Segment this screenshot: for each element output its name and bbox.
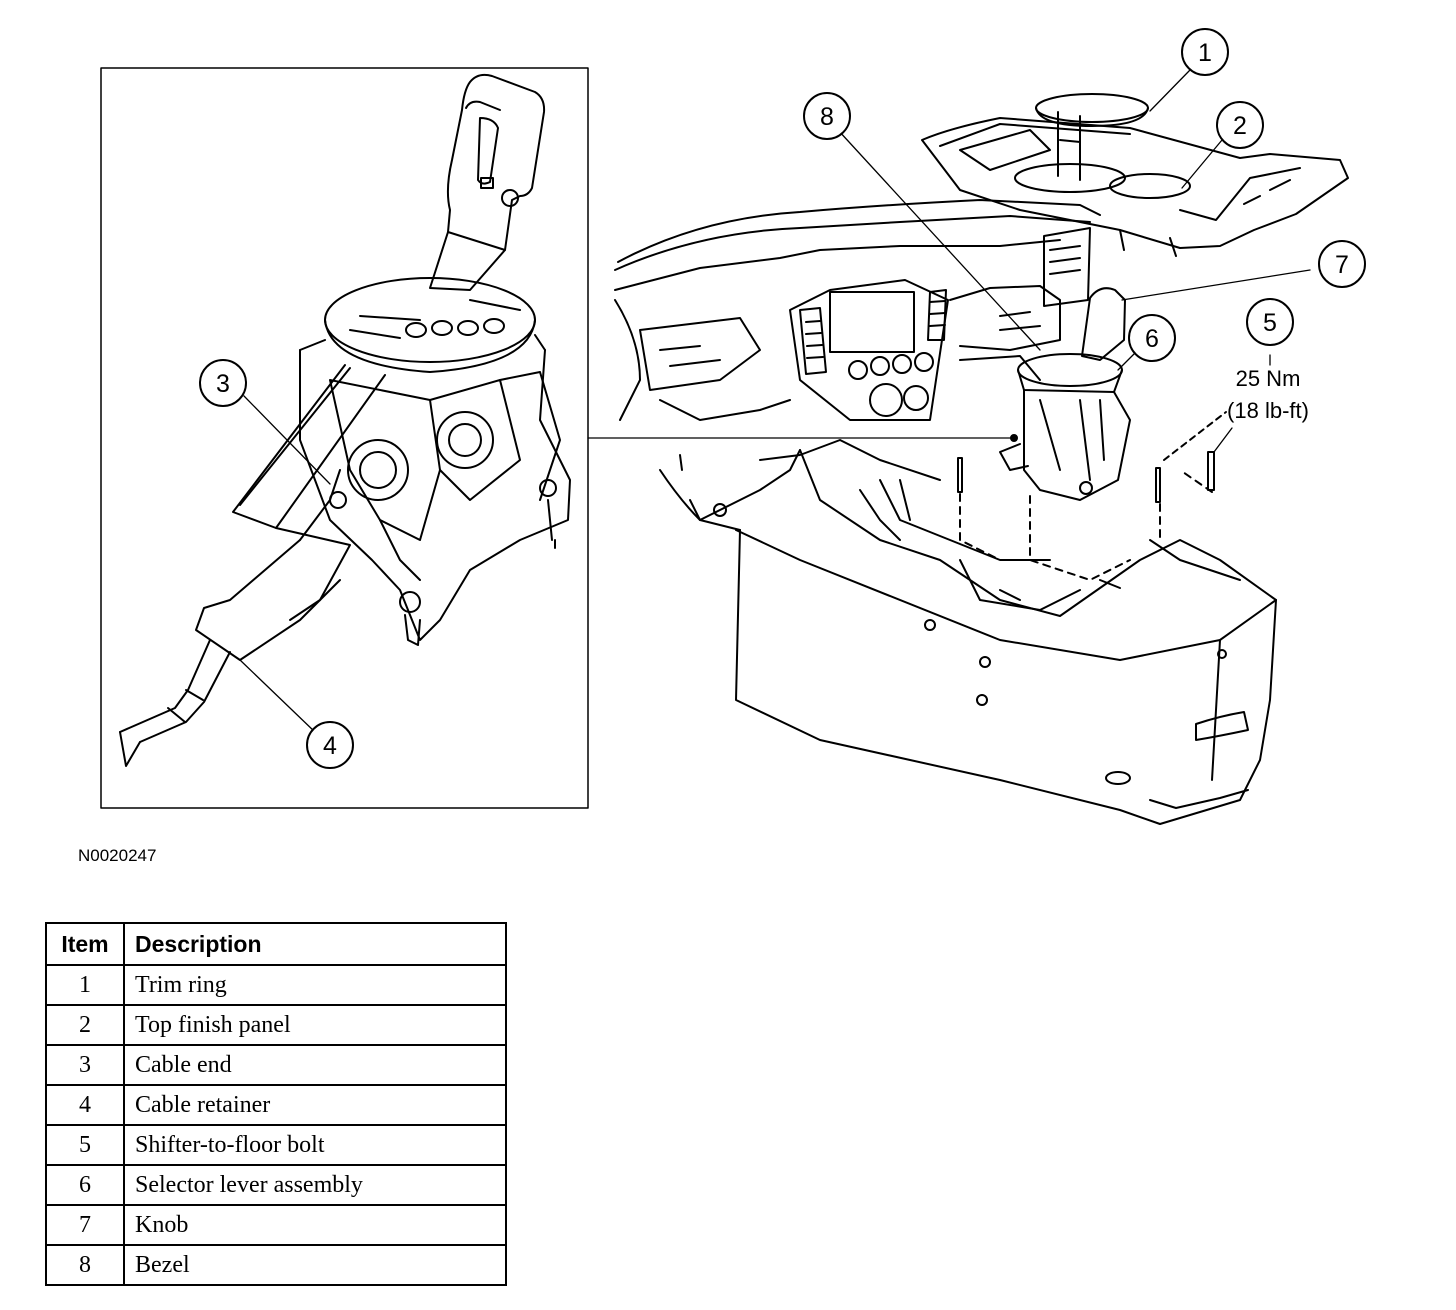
- svg-text:2: 2: [1233, 112, 1247, 140]
- selector-lever-assembly: [957, 269, 1311, 581]
- item-number: 2: [45, 1004, 125, 1046]
- item-number: 4: [45, 1084, 125, 1126]
- item-description: Trim ring: [123, 964, 507, 1006]
- item-description: Shifter-to-floor bolt: [123, 1124, 507, 1166]
- legend-header-row: Item Description: [45, 922, 507, 966]
- table-row: 7 Knob: [45, 1204, 507, 1246]
- item-number: 3: [45, 1044, 125, 1086]
- item-description: Cable end: [123, 1044, 507, 1086]
- floor-console: [659, 439, 1277, 825]
- table-row: 8 Bezel: [45, 1244, 507, 1286]
- table-row: 6 Selector lever assembly: [45, 1164, 507, 1206]
- table-row: 3 Cable end: [45, 1044, 507, 1086]
- description-column-header: Description: [123, 922, 507, 966]
- table-row: 1 Trim ring: [45, 964, 507, 1006]
- callout-1: 1: [1181, 28, 1229, 76]
- instrument-panel: [614, 129, 1101, 421]
- callout-7: 7: [1318, 240, 1366, 288]
- item-description: Selector lever assembly: [123, 1164, 507, 1206]
- svg-text:1: 1: [1198, 39, 1212, 67]
- item-description: Top finish panel: [123, 1004, 507, 1046]
- shifter-detail-inset: [100, 67, 1018, 809]
- svg-text:5: 5: [1263, 309, 1277, 337]
- svg-text:6: 6: [1145, 325, 1159, 353]
- item-description: Bezel: [123, 1244, 507, 1286]
- table-row: 4 Cable retainer: [45, 1084, 507, 1126]
- svg-text:3: 3: [216, 370, 230, 398]
- exploded-diagram: 1 2 3 4 5 6 7 8 25 Nm (18 lb-ft): [100, 28, 1366, 825]
- table-row: 2 Top finish panel: [45, 1004, 507, 1046]
- item-column-header: Item: [45, 922, 125, 966]
- callout-5: 5: [1246, 298, 1294, 346]
- item-number: 5: [45, 1124, 125, 1166]
- top-finish-panel: [921, 69, 1349, 257]
- svg-text:7: 7: [1335, 251, 1349, 279]
- item-description: Knob: [123, 1204, 507, 1246]
- callout-2: 2: [1216, 101, 1264, 149]
- table-row: 5 Shifter-to-floor bolt: [45, 1124, 507, 1166]
- torque-metric: 25 Nm: [1236, 366, 1301, 391]
- callout-3: 3: [199, 359, 247, 407]
- svg-text:8: 8: [820, 103, 834, 131]
- item-number: 6: [45, 1164, 125, 1206]
- item-number: 7: [45, 1204, 125, 1246]
- svg-text:4: 4: [323, 732, 337, 760]
- callout-8: 8: [803, 92, 851, 140]
- item-number: 8: [45, 1244, 125, 1286]
- item-description: Cable retainer: [123, 1084, 507, 1126]
- figure-id: N0020247: [78, 846, 157, 865]
- legend-table: Item Description 1 Trim ring 2 Top finis…: [45, 922, 507, 1286]
- callout-6: 6: [1128, 314, 1176, 362]
- item-number: 1: [45, 964, 125, 1006]
- callout-4: 4: [306, 721, 354, 769]
- torque-imperial: (18 lb-ft): [1227, 398, 1309, 423]
